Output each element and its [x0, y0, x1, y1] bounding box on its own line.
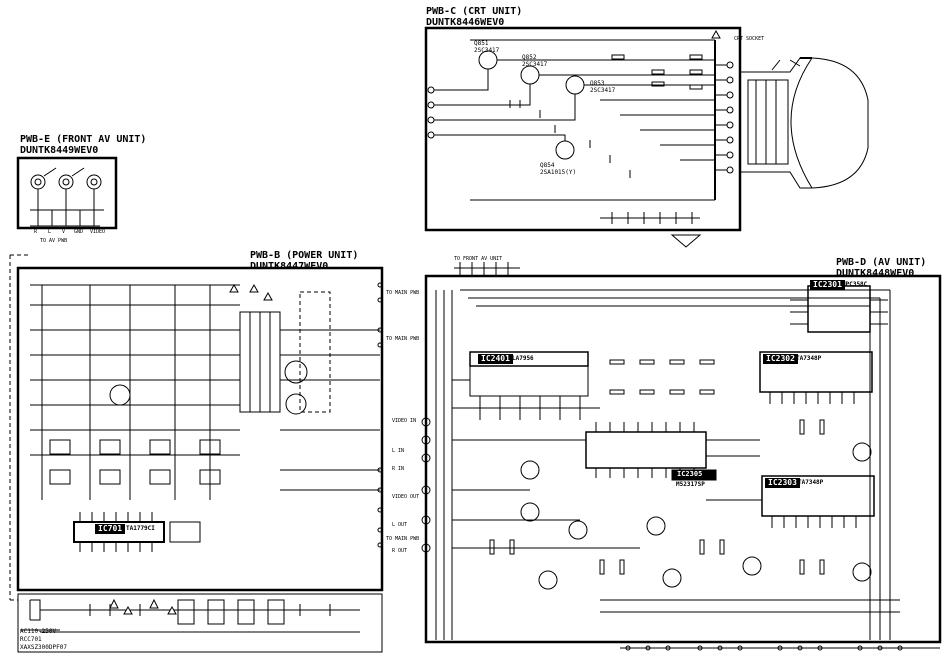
- ic2301-label: IC2301: [810, 280, 845, 290]
- av-in-l-label: L IN: [392, 448, 405, 454]
- to-main-pwb-1: TO MAIN PWB: [386, 290, 420, 296]
- av-out-l-label: L OUT: [392, 522, 408, 528]
- q854-ref: Q854: [540, 162, 555, 169]
- ic2302-label: IC2302: [763, 354, 798, 364]
- front-pin-l: L: [48, 229, 52, 235]
- to-front-av-unit-label: TO FRONT AV UNIT: [454, 256, 503, 262]
- av-in-r-label: R IN: [392, 466, 405, 472]
- av-out-r-label: R OUT: [392, 548, 408, 554]
- av-board: [421, 262, 942, 651]
- q853-ref: Q853: [590, 80, 605, 87]
- crt-unit-title: PWB-C (CRT UNIT): [426, 6, 523, 17]
- q852-ref: Q852: [522, 54, 537, 61]
- power-board: [9, 254, 384, 653]
- av-unit-title: PWB-D (AV UNIT): [836, 257, 927, 268]
- front-pin-gnd: GND: [74, 229, 84, 235]
- q851-ref: Q851: [474, 40, 489, 47]
- power-unit-part: DUNTK8447WEV0: [250, 261, 329, 272]
- front-pin-video: VIDEO: [90, 229, 106, 235]
- ic2305-part: M52317SP: [676, 481, 705, 488]
- crt-board: [424, 26, 742, 248]
- ic2305-label: IC2305: [674, 470, 706, 479]
- front-av-board: [16, 156, 118, 230]
- power-unit-title: PWB-B (POWER UNIT): [250, 250, 359, 261]
- front-pin-r: R: [34, 229, 38, 235]
- ac-ref-label: RCC701: [20, 636, 42, 643]
- to-main-pwb-3: TO MAIN PWB: [386, 536, 420, 542]
- front-av-unit-part: DUNTK8449WEV0: [20, 145, 99, 156]
- ic701-part: TA1779CI: [126, 525, 155, 532]
- av-in-video-label: VIDEO IN: [392, 418, 417, 424]
- to-main-pwb-2: TO MAIN PWB: [386, 336, 420, 342]
- crt-unit-part: DUNTK8446WEV0: [426, 17, 505, 28]
- to-av-pwb-label: TO AV PWB: [40, 238, 68, 244]
- ic2302-part: TA7348P: [796, 355, 822, 362]
- ic2301-part: MPC358C: [842, 281, 868, 288]
- crt-socket-label: CRT SOCKET: [734, 36, 765, 42]
- ic701-label: IC701: [95, 524, 126, 534]
- ic2303-label: IC2303: [765, 478, 800, 488]
- av-out-video-label: VIDEO OUT: [392, 494, 420, 500]
- q854-part: 2SA1015(Y): [540, 169, 577, 176]
- av-unit-part: DUNTK8448WEV0: [836, 268, 915, 279]
- q853-part: 2SC3417: [590, 87, 616, 94]
- ic2303-part: TA7348P: [798, 479, 824, 486]
- ic2401-label: IC2401: [478, 354, 513, 364]
- ic2401-part: LA7956: [512, 355, 534, 362]
- ac-part-label: XAXSZ300DPF07: [20, 644, 67, 651]
- front-pin-v: V: [62, 229, 66, 235]
- ac-cord-label: AC110-250V: [20, 628, 57, 635]
- crt-tube-drawing: [740, 57, 869, 189]
- front-av-unit-title: PWB-E (FRONT AV UNIT): [20, 134, 147, 145]
- q851-part: 2SC3417: [474, 47, 500, 54]
- q852-part: 2SC3417: [522, 61, 548, 68]
- warning-triangles: [123, 29, 721, 615]
